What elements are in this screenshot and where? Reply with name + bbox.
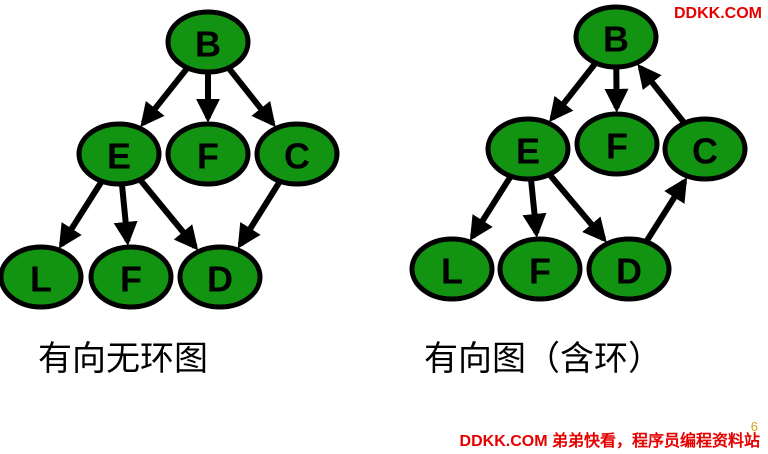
right-graph-node-c-3: C [662, 116, 748, 182]
edges-layer [58, 60, 688, 251]
right-graph-edge-4 [522, 178, 547, 238]
node-ellipse [88, 244, 174, 310]
node-ellipse [586, 236, 672, 302]
node-label: C [692, 131, 718, 172]
left-graph-node-f-2: F [165, 121, 251, 187]
node-ellipse [0, 244, 84, 310]
left-graph-edge-5 [137, 177, 199, 251]
right-graph-edge-6 [643, 177, 688, 244]
right-graph-caption: 有向图（含环） [424, 339, 662, 379]
left-graph-node-c-3: C [254, 121, 340, 187]
left-graph-edge-0 [140, 65, 190, 128]
node-ellipse [165, 9, 251, 75]
node-label: F [529, 251, 551, 292]
node-label: D [207, 259, 233, 300]
right-graph-edge-3 [469, 174, 514, 241]
nodes-layer: B E F C L F D B E F C L F D [0, 4, 748, 310]
left-graph-node-l-4: L [0, 244, 84, 310]
watermark-top: DDKK.COM [674, 5, 762, 22]
right-graph-node-f-2: F [574, 111, 660, 177]
node-ellipse [165, 121, 251, 187]
left-graph-edge-3 [58, 179, 105, 249]
left-graph-node-f-5: F [88, 244, 174, 310]
node-label: F [606, 126, 628, 167]
right-graph-node-e-1: E [485, 116, 571, 182]
node-label: C [284, 136, 310, 177]
node-ellipse [76, 121, 162, 187]
node-label: E [516, 131, 540, 172]
node-label: B [603, 19, 629, 60]
right-graph-edge-2 [637, 63, 687, 126]
node-ellipse [254, 121, 340, 187]
watermark-bottom: DDKK.COM 弟弟快看，程序员编程资料站 [459, 433, 760, 450]
right-graph-edge-5 [547, 172, 607, 243]
right-graph-edge-0 [549, 60, 599, 123]
page-number: 6 [750, 419, 758, 434]
node-label: F [197, 136, 219, 177]
node-ellipse [497, 236, 583, 302]
node-label: D [616, 251, 642, 292]
node-ellipse [574, 111, 660, 177]
node-ellipse [409, 236, 495, 302]
node-ellipse [573, 4, 659, 70]
right-graph-node-f-5: F [497, 236, 583, 302]
right-graph-node-l-4: L [409, 236, 495, 302]
left-graph-node-e-1: E [76, 121, 162, 187]
left-graph-node-b-0: B [165, 9, 251, 75]
node-ellipse [662, 116, 748, 182]
right-graph-node-b-0: B [573, 4, 659, 70]
node-label: B [195, 24, 221, 65]
left-graph-edge-2 [226, 65, 276, 128]
node-label: E [107, 136, 131, 177]
node-ellipse [177, 244, 263, 310]
node-label: L [441, 251, 463, 292]
left-graph-edge-4 [113, 183, 138, 246]
right-graph-node-d-6: D [586, 236, 672, 302]
left-graph-edge-6 [237, 179, 283, 249]
left-graph-node-d-6: D [177, 244, 263, 310]
left-graph-caption: 有向无环图 [38, 339, 208, 379]
node-ellipse [485, 116, 571, 182]
node-label: F [120, 259, 142, 300]
node-label: L [30, 259, 52, 300]
